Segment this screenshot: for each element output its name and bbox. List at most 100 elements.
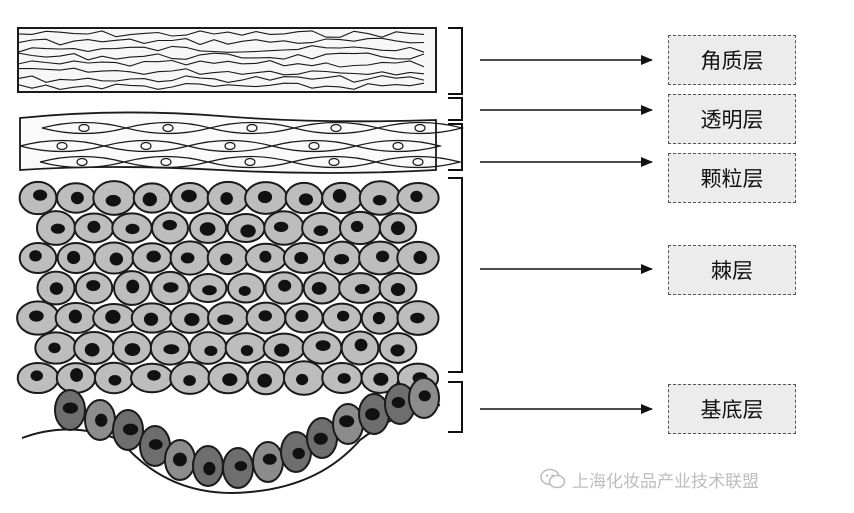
cell-nucleus [262, 453, 277, 465]
cell-nucleus [258, 310, 272, 322]
cell-nucleus [234, 461, 248, 472]
cell-nucleus [390, 283, 406, 297]
label-stratum-lucidum: 透明层 [668, 94, 796, 144]
cell-nucleus [172, 452, 187, 467]
watermark: 上海化妆品产业技术联盟 [540, 466, 759, 492]
cell-nucleus [410, 312, 425, 324]
cell-nucleus [50, 223, 65, 234]
cell-nucleus [70, 191, 84, 205]
cell-nucleus [84, 342, 100, 357]
cell-nucleus [332, 189, 347, 203]
cell-nucleus [354, 338, 368, 352]
cell-nucleus [337, 373, 351, 384]
cell-nucleus [202, 285, 217, 296]
cell-nucleus [142, 192, 157, 207]
epidermis-cells [16, 180, 440, 489]
cell-nucleus [373, 372, 389, 386]
corneum-fiber [17, 82, 425, 90]
cell-nucleus [339, 415, 355, 428]
corneum-fiber [17, 67, 425, 76]
cell-nucleus [49, 282, 64, 295]
cell-nucleus [162, 219, 177, 231]
stratum-granulosum-illustration [19, 111, 465, 174]
cell-nucleus [109, 252, 124, 266]
cell-nucleus [122, 423, 139, 436]
layer-arrows [480, 55, 653, 414]
bracket-lucidum [448, 97, 463, 121]
cell-nucleus [163, 344, 180, 355]
cell-nucleus [181, 189, 197, 203]
cell-nucleus [163, 282, 179, 293]
spindle-nucleus [56, 141, 68, 151]
cell-nucleus [204, 345, 218, 357]
cell-nucleus [278, 279, 292, 292]
cell-nucleus [180, 252, 195, 264]
watermark-text: 上海化妆品产业技术联盟 [572, 471, 759, 492]
spindle-nucleus [412, 157, 424, 167]
cell-nucleus [292, 447, 305, 460]
cell-nucleus [390, 221, 406, 236]
cell-nucleus [372, 311, 386, 325]
spindle-nucleus [78, 123, 90, 133]
cell-nucleus [274, 343, 290, 357]
wechat-icon [540, 468, 566, 489]
cell-nucleus [220, 192, 233, 205]
cell-nucleus [418, 390, 431, 402]
cell-nucleus [147, 370, 161, 381]
cell-nucleus [350, 220, 364, 233]
cell-nucleus [390, 344, 405, 357]
spindle-cell [355, 139, 443, 153]
bracket-corneum [448, 27, 463, 95]
cell-nucleus [257, 190, 273, 204]
label-stratum-basale: 基底层 [668, 384, 796, 434]
cell-nucleus [105, 309, 121, 324]
spindle-nucleus [308, 141, 320, 151]
cell-nucleus [217, 314, 234, 325]
corneum-fiber [17, 52, 425, 61]
cell-nucleus [183, 375, 196, 386]
spindle-nucleus [162, 123, 174, 133]
cell-nucleus [30, 370, 43, 382]
cell-nucleus [372, 195, 387, 206]
cell-nucleus [66, 250, 81, 265]
bracket-granulosum [448, 123, 463, 171]
stratum-corneum-illustration [17, 27, 437, 93]
cell-nucleus [68, 309, 82, 324]
cell-nucleus [48, 342, 61, 354]
cell-nucleus [86, 280, 101, 292]
corneum-fiber [17, 45, 425, 53]
cell-nucleus [354, 283, 370, 295]
spindle-nucleus [224, 141, 236, 151]
cell-nucleus [313, 225, 328, 236]
spindle-nucleus [244, 157, 256, 167]
cell-nucleus [184, 313, 200, 326]
cell-nucleus [62, 402, 79, 414]
spindle-nucleus [76, 157, 88, 167]
cell-nucleus [391, 396, 406, 408]
cell-nucleus [95, 413, 108, 427]
spindle-nucleus [246, 123, 258, 133]
cell-nucleus [259, 250, 272, 263]
cell-nucleus [294, 251, 309, 265]
spindle-nucleus [140, 141, 152, 151]
bracket-spinosum [448, 177, 463, 373]
label-stratum-granulosum: 颗粒层 [668, 153, 796, 203]
cell-nucleus [108, 374, 122, 386]
cell-nucleus [311, 281, 327, 295]
cell-nucleus [273, 221, 289, 232]
cell-nucleus [238, 285, 251, 297]
cell-nucleus [203, 461, 216, 476]
cell-nucleus [257, 373, 272, 388]
corneum-fiber [17, 75, 425, 83]
label-stratum-corneum: 角质层 [668, 35, 796, 85]
spindle-nucleus [414, 123, 426, 133]
corneum-fiber [17, 37, 425, 46]
cell-nucleus [126, 279, 140, 294]
cell-nucleus [33, 189, 48, 201]
cell-nucleus [148, 439, 163, 450]
spindle-cell [375, 155, 463, 169]
cell-nucleus [222, 373, 238, 386]
corneum-fiber [17, 30, 425, 38]
bracket-basale [448, 381, 463, 433]
